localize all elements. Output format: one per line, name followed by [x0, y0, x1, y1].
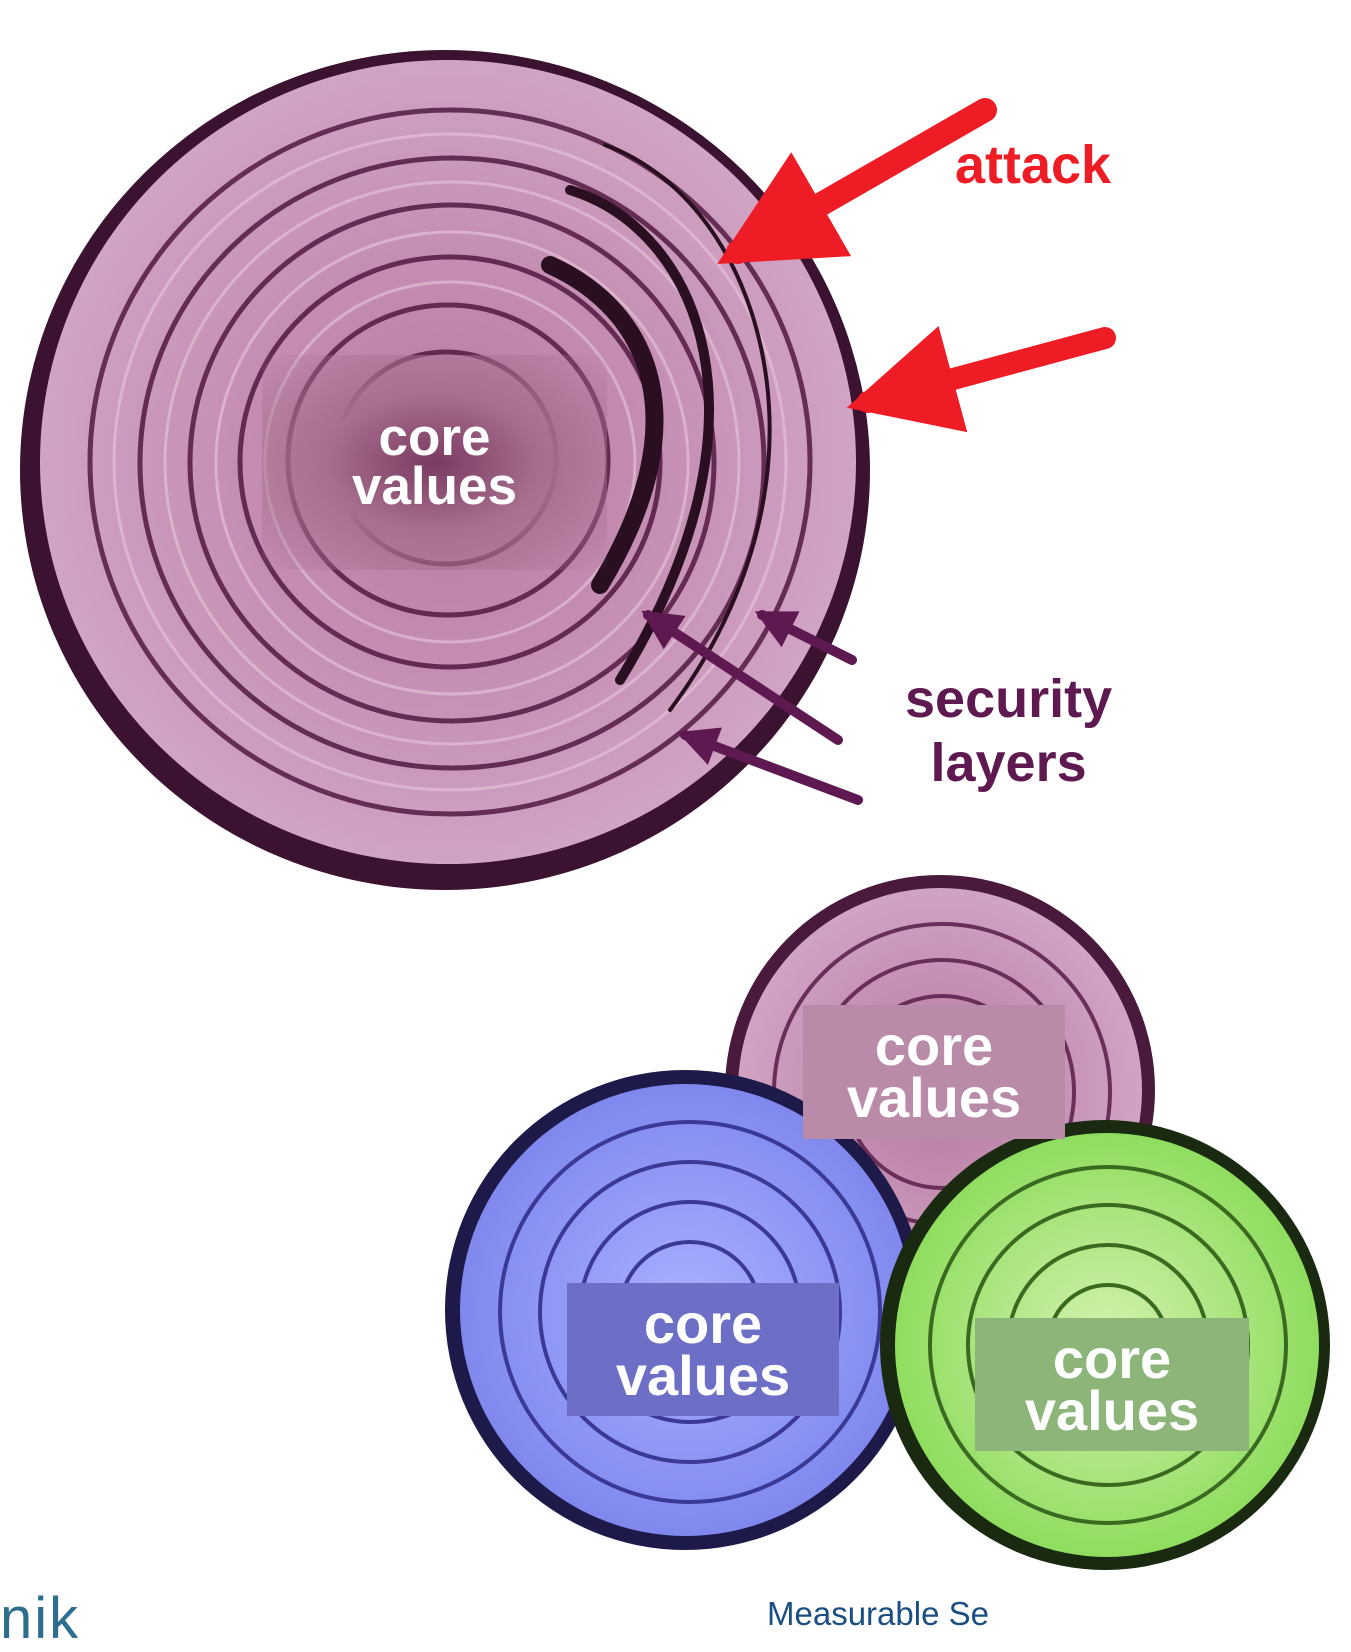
security-label-line1: security — [905, 668, 1112, 732]
green-core-values-box: core values — [975, 1318, 1249, 1451]
green-core-line1: core — [1053, 1333, 1171, 1385]
pink-core-line1: core — [875, 1020, 993, 1072]
main-core-values-box: core values — [262, 355, 607, 570]
brand-fragment: nik — [0, 1585, 80, 1652]
pink-core-line2: values — [847, 1072, 1021, 1124]
main-core-line2: values — [352, 463, 517, 512]
security-layers-label: security layers — [905, 668, 1112, 795]
blue-core-line2: values — [616, 1350, 790, 1402]
main-core-line1: core — [379, 414, 491, 463]
attack-label: attack — [955, 140, 1111, 191]
attack-label-text: attack — [955, 135, 1111, 195]
green-core-line2: values — [1025, 1385, 1199, 1437]
pink-core-values-box: core values — [803, 1005, 1065, 1139]
blue-core-line1: core — [644, 1298, 762, 1350]
security-label-line2: layers — [905, 732, 1112, 796]
footer-caption: Measurable Se — [767, 1595, 989, 1633]
blue-core-values-box: core values — [567, 1283, 839, 1416]
